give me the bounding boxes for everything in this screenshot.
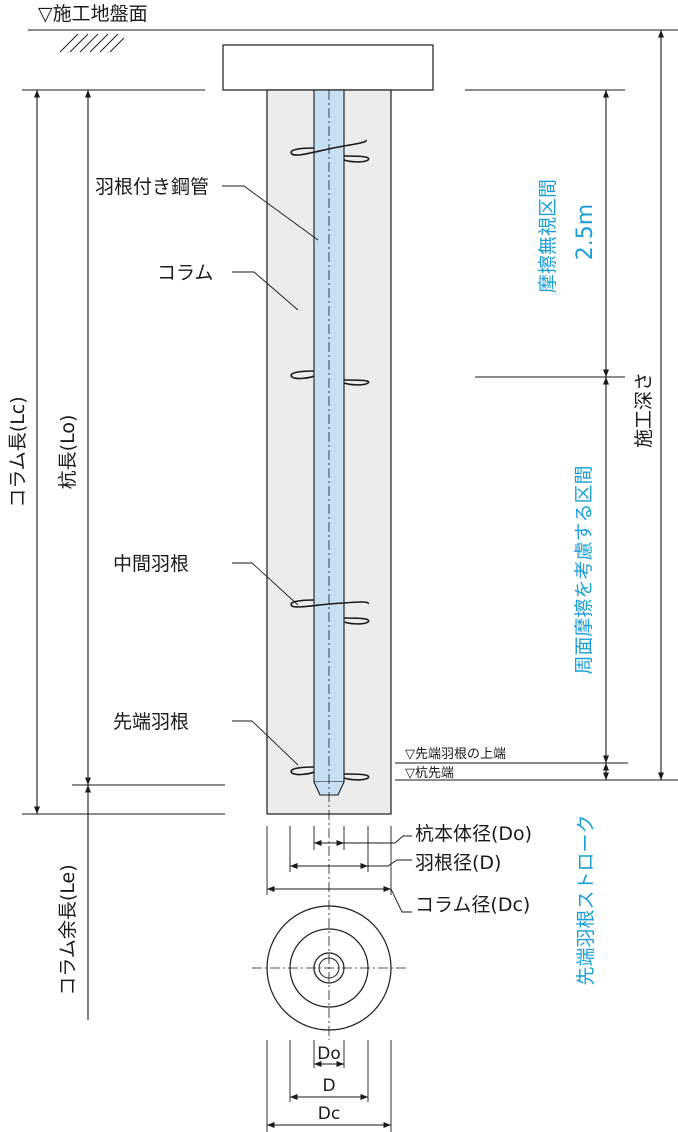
label-pile-tip: ▽杭先端 xyxy=(405,766,454,781)
label-tip-wing-top: ▽先端羽根の上端 xyxy=(405,747,506,762)
wing-middle xyxy=(290,599,370,625)
leader-column xyxy=(232,271,299,311)
label-d: D xyxy=(322,1076,335,1096)
label-pile-length: 杭長(Lo) xyxy=(57,415,79,490)
leader-middle-wing xyxy=(232,562,299,606)
label-friction-ignored: 摩擦無視区間 xyxy=(537,179,559,293)
wing-tip xyxy=(290,766,370,781)
label-column: コラム xyxy=(157,262,213,284)
plan-dims xyxy=(266,1040,392,1132)
label-middle-wing: 中間羽根 xyxy=(113,553,189,575)
ground-label: ▽施工地盤面 xyxy=(38,3,148,25)
label-friction-considered: 周面摩擦を考慮する区間 xyxy=(573,465,595,674)
ground-surface: ▽施工地盤面 xyxy=(28,3,678,53)
label-friction-ignored-value: 2.5m xyxy=(573,204,598,260)
leader-winged-pipe xyxy=(222,185,319,241)
label-wing-diameter: 羽根径(D) xyxy=(415,852,501,874)
label-tip-stroke: 先端羽根ストローク xyxy=(575,814,597,985)
label-dc: Dc xyxy=(318,1104,340,1124)
leader-tip-wing xyxy=(232,720,299,766)
label-tip-wing: 先端羽根 xyxy=(113,711,189,733)
label-winged-pipe: 羽根付き鋼管 xyxy=(95,176,209,198)
wing-top xyxy=(290,139,370,163)
label-pile-body-diameter: 杭本体径(Do) xyxy=(415,823,532,845)
pile-cap xyxy=(222,44,434,91)
label-column-length: コラム長(Lc) xyxy=(7,396,29,507)
label-column-diameter: コラム径(Dc) xyxy=(415,894,530,916)
label-do: Do xyxy=(317,1044,341,1064)
diameter-dims xyxy=(266,826,412,913)
label-column-extra: コラム余長(Le) xyxy=(57,864,79,995)
plan-view xyxy=(252,905,408,1031)
label-install-depth: 施工深さ xyxy=(633,372,655,448)
wing-middle-upper xyxy=(290,370,370,386)
